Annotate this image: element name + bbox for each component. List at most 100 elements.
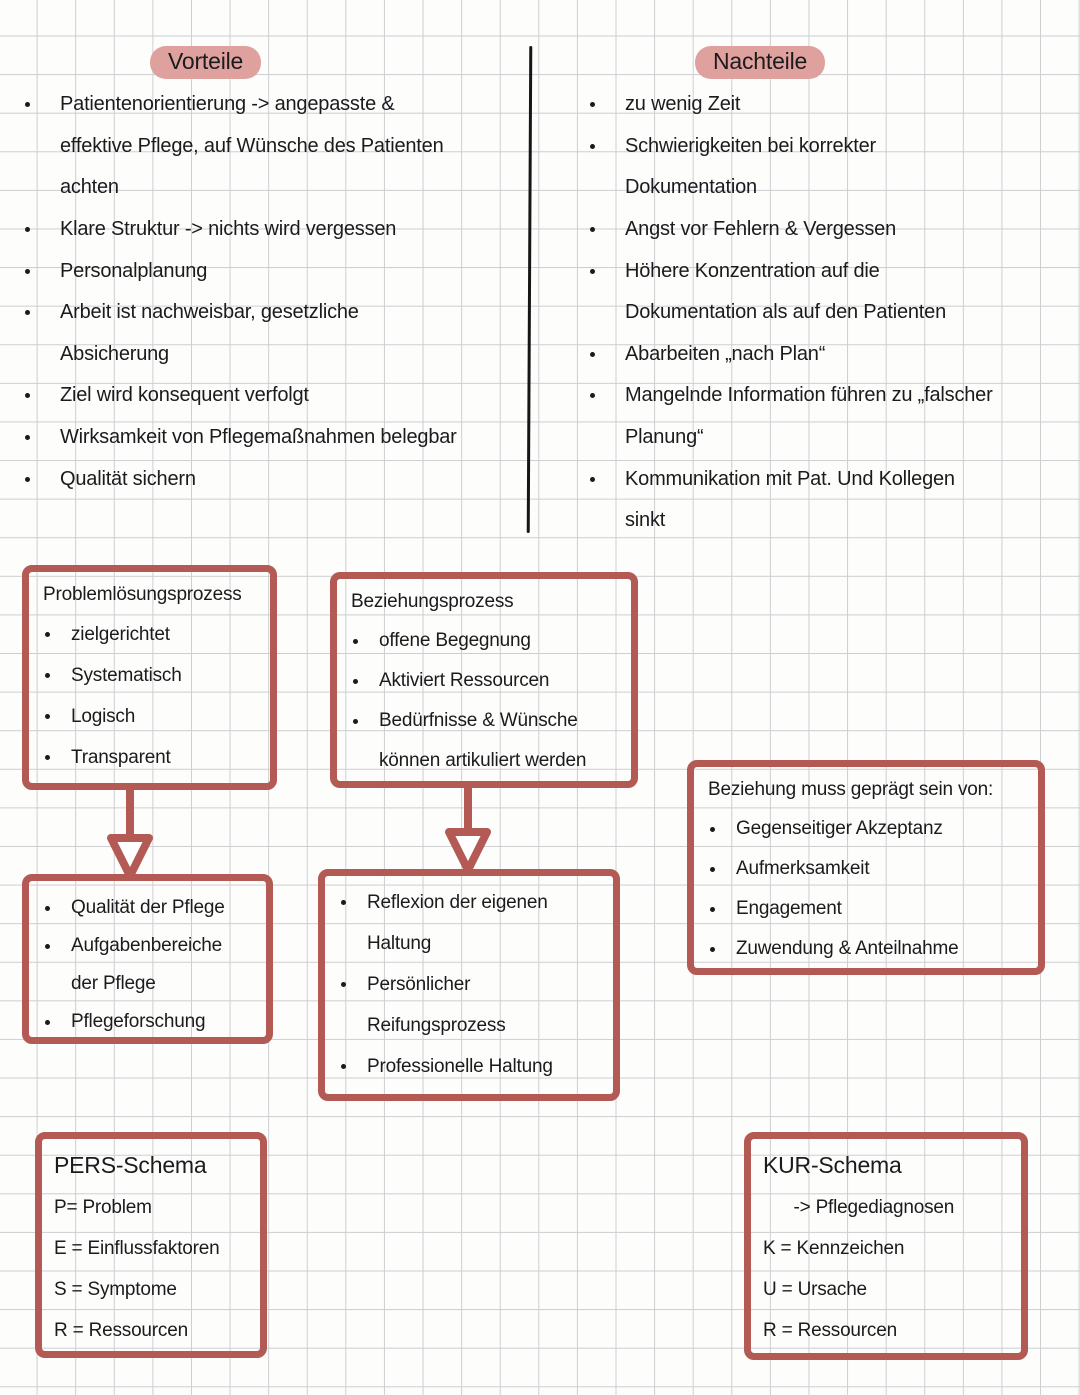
beziehungsprozess-box: Beziehungsprozess offene Begegnung Aktiv…: [330, 572, 638, 788]
bullet-icon: [353, 718, 358, 724]
bullet-icon: [353, 678, 358, 684]
list-item-text: Gegenseitiger Akzeptanz: [736, 818, 943, 839]
list-item: Aufmerksamkeit: [700, 849, 1032, 889]
list-item: Qualität der Pflege: [35, 889, 260, 927]
kur-schema-box: KUR-Schema -> Pflegediagnosen K = Kennze…: [744, 1132, 1028, 1360]
list-item-text: Zuwendung & Anteilnahme: [736, 938, 959, 959]
list-item: R = Ressourcen: [757, 1310, 1015, 1351]
bullet-icon: [25, 268, 30, 274]
list-item-text: Personalplanung: [60, 259, 208, 282]
list-item-text: Qualität sichern: [60, 467, 196, 490]
bullet-icon: [25, 393, 30, 399]
list-item: Aktiviert Ressourcen: [343, 661, 625, 701]
list-item-text: Schwierigkeiten bei korrekter: [625, 134, 876, 157]
bullet-icon: [45, 905, 50, 911]
bullet-icon: [25, 227, 30, 233]
list-item-text: R = Ressourcen: [54, 1319, 188, 1341]
list-item: Abarbeiten „nach Plan“: [583, 334, 1080, 376]
list-item: offene Begegnung: [343, 621, 625, 661]
list-item-text: Absicherung: [60, 342, 169, 365]
arrow-down-icon: [107, 786, 153, 880]
list-item-text: sinkt: [625, 509, 666, 532]
list-item-text: Angst vor Fehlern & Vergessen: [625, 218, 897, 241]
list-item: Angst vor Fehlern & Vergessen: [583, 209, 1080, 251]
box-list: zielgerichtet Systematisch Logisch Trans…: [35, 614, 264, 778]
list-item: P= Problem: [48, 1187, 254, 1228]
bullet-icon: [590, 393, 595, 399]
box-list: Qualität der Pflege Aufgabenbereiche der…: [35, 889, 260, 1041]
list-item-text: Wirksamkeit von Pflegemaßnahmen belegbar: [60, 426, 457, 449]
list-item-text: Haltung: [367, 932, 432, 954]
list-item: Zuwendung & Anteilnahme: [700, 929, 1032, 969]
vorteile-title-highlight: Vorteile: [150, 46, 262, 79]
nachteile-section: Nachteile zu wenig Zeit Schwierigkeiten …: [583, 46, 1080, 542]
pers-schema-box: PERS-Schema P= Problem E = Einflussfakto…: [35, 1132, 267, 1358]
list-item: Dokumentation als auf den Patienten: [583, 292, 1080, 334]
bullet-icon: [341, 900, 346, 905]
vorteile-header: Vorteile: [18, 46, 526, 80]
list-item: Persönlicher: [331, 964, 607, 1005]
list-item: U = Ursache: [757, 1269, 1015, 1310]
vorteile-section: Vorteile Patientenorientierung -> angepa…: [18, 46, 526, 500]
list-item-text: Pflegeforschung: [71, 1011, 206, 1032]
list-item-text: der Pflege: [71, 973, 156, 994]
list-item: effektive Pflege, auf Wünsche des Patien…: [18, 126, 526, 168]
bullet-icon: [25, 435, 30, 441]
list-item-text: R = Ressourcen: [763, 1319, 897, 1341]
bullet-icon: [341, 982, 346, 987]
box-title: PERS-Schema: [54, 1151, 207, 1178]
list-item-text: Kommunikation mit Pat. Und Kollegen: [625, 467, 955, 490]
list-item: Systematisch: [35, 655, 264, 696]
bullet-icon: [590, 143, 595, 149]
box-list: -> Pflegediagnosen K = Kennzeichen U = U…: [757, 1187, 1015, 1351]
reflexion-box: Reflexion der eigenen Haltung Persönlich…: [318, 869, 620, 1101]
bullet-icon: [45, 673, 50, 678]
list-item-text: Dokumentation als auf den Patienten: [625, 301, 946, 324]
vorteile-title: Vorteile: [168, 48, 244, 74]
list-item-text: Planung“: [625, 426, 704, 449]
list-item: S = Symptome: [48, 1269, 254, 1310]
list-item: Reifungsprozess: [331, 1005, 607, 1046]
list-item-text: achten: [60, 176, 119, 199]
beziehung-gepraegt-box: Beziehung muss geprägt sein von: Gegense…: [687, 760, 1045, 975]
list-item-text: Aufmerksamkeit: [736, 858, 870, 879]
list-item-text: S = Symptome: [54, 1278, 177, 1300]
nachteile-list: zu wenig Zeit Schwierigkeiten bei korrek…: [583, 84, 1080, 542]
list-item: Professionelle Haltung: [331, 1046, 607, 1087]
list-item-text: Abarbeiten „nach Plan“: [625, 342, 826, 365]
list-item: achten: [18, 167, 526, 209]
box-list: offene Begegnung Aktiviert Ressourcen Be…: [343, 621, 625, 781]
vorteile-list: Patientenorientierung -> angepasste & ef…: [18, 84, 526, 500]
list-item: -> Pflegediagnosen: [757, 1187, 1015, 1228]
bullet-icon: [590, 102, 595, 108]
list-item-text: Mangelnde Information führen zu „falsche…: [625, 384, 993, 407]
box-title: KUR-Schema: [763, 1151, 902, 1178]
list-item-text: -> Pflegediagnosen: [763, 1196, 955, 1218]
list-item: Arbeit ist nachweisbar, gesetzliche: [18, 292, 526, 334]
box-title: Problemlösungsprozess: [43, 584, 242, 605]
bullet-icon: [45, 943, 50, 949]
bullet-icon: [710, 946, 715, 952]
bullet-icon: [341, 1064, 346, 1069]
list-item-text: K = Kennzeichen: [763, 1237, 905, 1259]
box-list: Gegenseitiger Akzeptanz Aufmerksamkeit E…: [700, 809, 1032, 969]
list-item-text: Bedürfnisse & Wünsche: [379, 710, 578, 731]
bullet-icon: [590, 268, 595, 274]
list-item: Dokumentation: [583, 167, 1080, 209]
problemloesungsprozess-box: Problemlösungsprozess zielgerichtet Syst…: [22, 565, 277, 790]
list-item-text: Engagement: [736, 898, 842, 919]
bullet-icon: [45, 755, 50, 760]
list-item: Planung“: [583, 417, 1080, 459]
bullet-icon: [590, 351, 595, 357]
list-item: Patientenorientierung -> angepasste &: [18, 84, 526, 126]
list-item-text: U = Ursache: [763, 1278, 867, 1300]
list-item-text: effektive Pflege, auf Wünsche des Patien…: [60, 134, 444, 157]
list-item: Haltung: [331, 923, 607, 964]
nachteile-title: Nachteile: [713, 48, 808, 74]
list-item: Engagement: [700, 889, 1032, 929]
list-item-text: P= Problem: [54, 1196, 152, 1218]
bullet-icon: [590, 476, 595, 482]
bullet-icon: [45, 1019, 50, 1025]
list-item-text: können artikuliert werden: [379, 750, 587, 771]
